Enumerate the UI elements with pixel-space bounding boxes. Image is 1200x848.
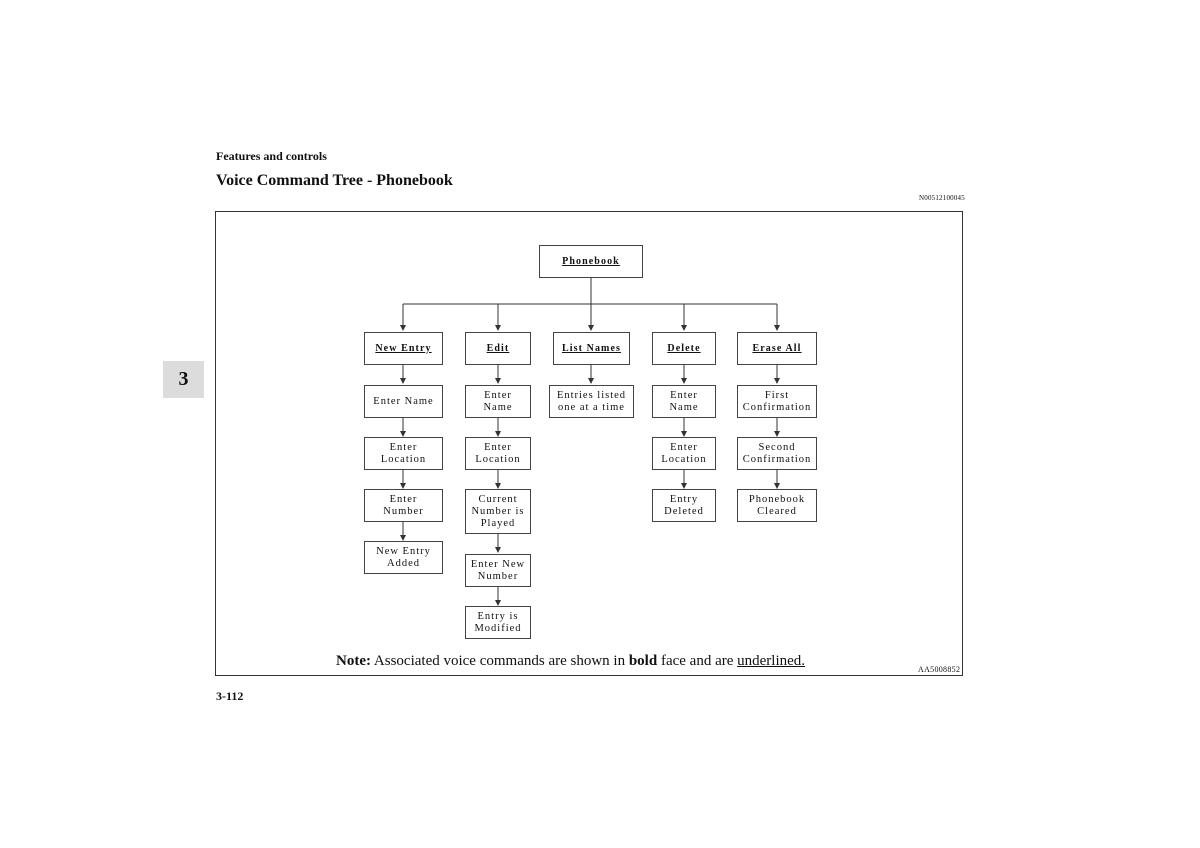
cmd-delete: Delete	[652, 332, 716, 365]
figure-note: Note: Associated voice commands are show…	[336, 653, 805, 670]
cmd-list-names: List Names	[553, 332, 630, 365]
step-edit-entry-modified: Entry is Modified	[465, 606, 531, 639]
step-erase-all-second-confirmation: Second Confirmation	[737, 437, 817, 470]
step-delete-enter-location: Enter Location	[652, 437, 716, 470]
step-new-entry-enter-location: Enter Location	[364, 437, 443, 470]
step-edit-current-number-played: Current Number is Played	[465, 489, 531, 534]
tree-connectors	[400, 278, 780, 606]
page-number: 3-112	[216, 689, 244, 703]
note-label: Note:	[336, 653, 371, 669]
step-erase-all-first-confirmation: First Confirmation	[737, 385, 817, 418]
step-edit-enter-location: Enter Location	[465, 437, 531, 470]
section-label: Features and controls	[216, 149, 327, 163]
step-delete-entry-deleted: Entry Deleted	[652, 489, 716, 522]
chapter-tab: 3	[163, 361, 204, 398]
step-edit-enter-name: Enter Name	[465, 385, 531, 418]
chapter-number: 3	[178, 368, 189, 390]
step-new-entry-enter-number: Enter Number	[364, 489, 443, 522]
step-delete-enter-name: Enter Name	[652, 385, 716, 418]
figure-code: AA5008852	[918, 665, 961, 674]
step-list-names-entries-listed: Entries listed one at a time	[549, 385, 634, 418]
cmd-erase-all: Erase All	[737, 332, 817, 365]
note-bold-word: bold	[628, 653, 658, 669]
cmd-edit: Edit	[465, 332, 531, 365]
document-code: N00512100045	[919, 194, 965, 202]
step-edit-enter-new-number: Enter New Number	[465, 554, 531, 587]
note-text-1: Associated voice commands are shown in	[370, 653, 629, 669]
cmd-new-entry: New Entry	[364, 332, 443, 365]
page-title: Voice Command Tree - Phonebook	[216, 172, 453, 189]
note-text-2: face and are	[657, 653, 738, 669]
step-new-entry-added: New Entry Added	[364, 541, 443, 574]
step-new-entry-enter-name: Enter Name	[364, 385, 443, 418]
figure-frame	[215, 211, 963, 676]
root-phonebook: Phonebook	[539, 245, 643, 278]
note-underlined-word: underlined.	[737, 653, 806, 669]
step-erase-all-phonebook-cleared: Phonebook Cleared	[737, 489, 817, 522]
